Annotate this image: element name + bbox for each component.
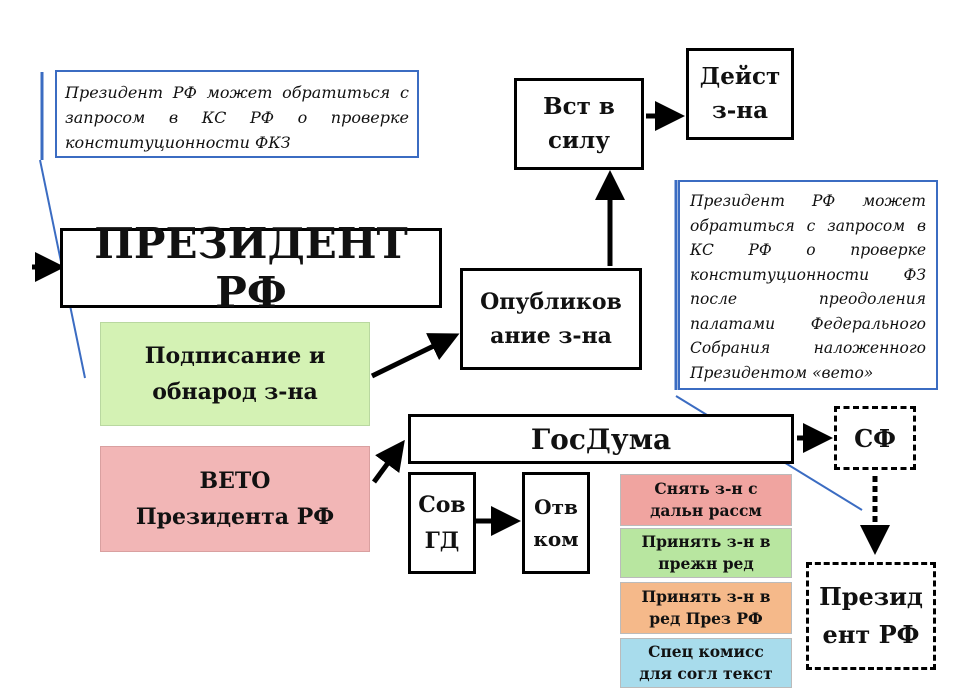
sf-label: СФ xyxy=(854,423,896,453)
note-fkz-text: Президент РФ может обратиться с запросом… xyxy=(65,83,409,152)
sign-publish-box: Подписание и обнарод з-на xyxy=(100,322,370,426)
force-box: Вст в силу xyxy=(514,78,644,170)
gosduma-box: ГосДума xyxy=(408,414,794,464)
publish-line1: Опубликов xyxy=(480,289,622,315)
otvkom-box: Отв ком xyxy=(522,472,590,574)
note-fz-text: Президент РФ может обратиться с запросом… xyxy=(690,192,926,382)
note-fz: Президент РФ может обратиться с запросом… xyxy=(678,180,938,390)
publish-box: Опубликов ание з-на xyxy=(460,268,642,370)
option-withdraw-line1: Снять з-н с xyxy=(654,479,758,498)
veto-line1: ВЕТО xyxy=(199,468,271,494)
veto-line2: Президента РФ xyxy=(135,504,335,530)
otvkom-line1: Отв xyxy=(534,495,578,519)
option-accept-president-line1: Принять з-н в xyxy=(641,587,771,606)
publish-line2: ание з-на xyxy=(490,323,612,349)
note-fkz: Президент РФ может обратиться с запросом… xyxy=(55,70,419,158)
sovgd-line1: Сов xyxy=(418,492,466,518)
president-final-line2: ент РФ xyxy=(822,620,920,649)
arrow-sign-to-publish xyxy=(370,333,460,379)
act-line1: Дейст xyxy=(699,63,781,90)
sign-line1: Подписание и xyxy=(144,343,326,369)
gosduma-label: ГосДума xyxy=(530,422,672,456)
option-accept-president-line2: ред През РФ xyxy=(649,609,763,628)
president-main-label: ПРЕЗИДЕНТ РФ xyxy=(94,219,408,317)
option-accept-previous-line2: прежн ред xyxy=(658,554,754,573)
option-special-commission-line2: для согл текст xyxy=(639,664,773,683)
otvkom-line2: ком xyxy=(533,527,579,551)
president-final-line1: Презид xyxy=(819,582,923,611)
sf-box: СФ xyxy=(834,406,916,470)
president-final-box: Презид ент РФ xyxy=(806,562,936,670)
option-accept-previous-line1: Принять з-н в xyxy=(641,532,771,551)
option-special-commission-line1: Спец комисс xyxy=(648,642,764,661)
act-line2: з-на xyxy=(712,97,768,124)
force-line2: силу xyxy=(547,127,610,154)
option-accept-previous: Принять з-н в прежн ред xyxy=(620,528,792,578)
option-special-commission: Спец комисс для согл текст xyxy=(620,638,792,688)
president-main-box: ПРЕЗИДЕНТ РФ xyxy=(60,219,442,317)
sign-line2: обнарод з-на xyxy=(152,379,318,405)
option-withdraw: Снять з-н с дальн рассм xyxy=(620,474,792,526)
veto-box: ВЕТО Президента РФ xyxy=(100,446,370,552)
option-withdraw-line2: дальн рассм xyxy=(650,501,762,520)
arrow-veto-to-gosduma xyxy=(371,439,405,484)
force-line1: Вст в xyxy=(543,93,615,120)
act-box: Дейст з-на xyxy=(686,48,794,140)
sovgd-line2: ГД xyxy=(424,528,460,554)
sovgd-box: Сов ГД xyxy=(408,472,476,574)
option-accept-president: Принять з-н в ред През РФ xyxy=(620,582,792,634)
